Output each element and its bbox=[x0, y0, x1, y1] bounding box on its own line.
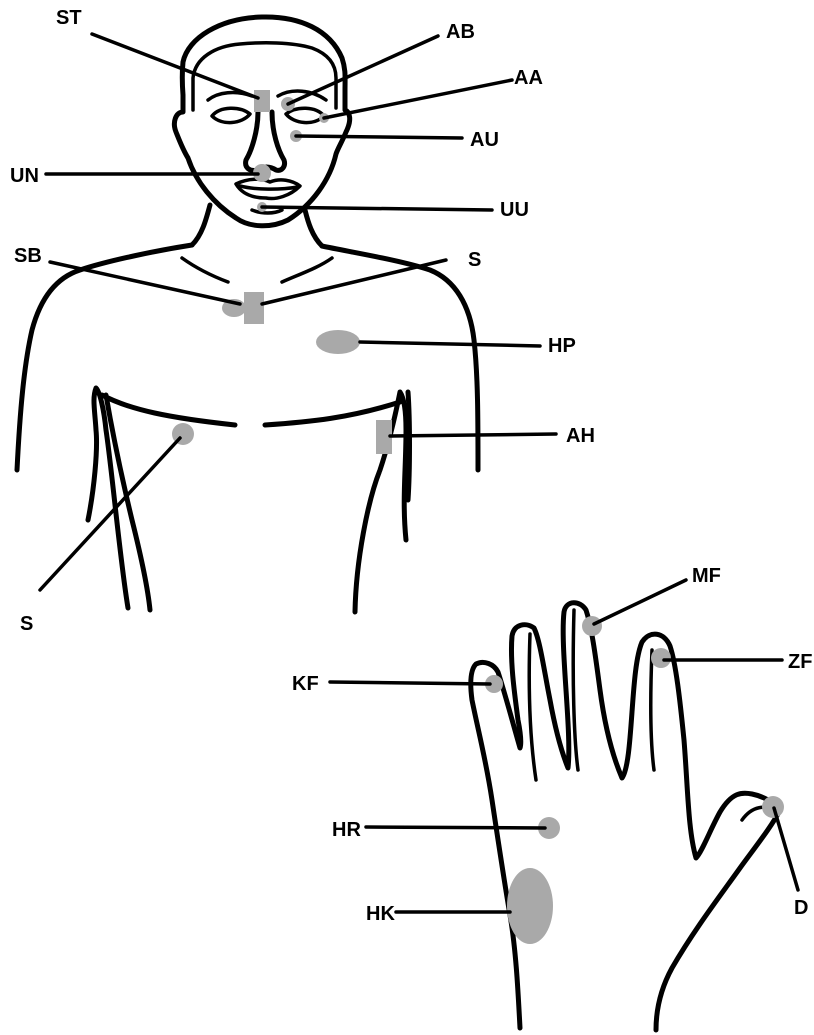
leader-d bbox=[774, 808, 798, 890]
leader-kf bbox=[330, 682, 490, 684]
leader-uu bbox=[262, 207, 492, 210]
nose bbox=[246, 112, 285, 171]
leader-sb bbox=[50, 262, 240, 304]
label-hk: HK bbox=[366, 903, 395, 925]
finger-divider-2 bbox=[573, 610, 578, 770]
hand-figure bbox=[471, 603, 780, 1030]
label-d: D bbox=[794, 897, 808, 919]
left-eye bbox=[212, 108, 250, 122]
spot-hk bbox=[507, 868, 553, 944]
label-s-left: S bbox=[20, 613, 33, 635]
spot-zf bbox=[651, 648, 671, 668]
mouth-line bbox=[240, 186, 298, 189]
label-hr: HR bbox=[332, 819, 361, 841]
leader-hr bbox=[366, 827, 545, 828]
spot-mf bbox=[582, 616, 602, 636]
right-inner-arm bbox=[408, 392, 410, 500]
leader-au bbox=[296, 136, 462, 138]
spot-sb bbox=[244, 292, 264, 324]
label-mf: MF bbox=[692, 565, 721, 587]
leader-aa bbox=[324, 80, 512, 118]
left-armpit bbox=[88, 388, 128, 608]
label-kf: KF bbox=[292, 673, 319, 695]
label-un: UN bbox=[10, 165, 39, 187]
label-hp: HP bbox=[548, 335, 576, 357]
pressure-points bbox=[172, 90, 784, 944]
label-ab: AB bbox=[446, 21, 475, 43]
finger-divider-3 bbox=[651, 650, 654, 770]
label-s-right: S bbox=[468, 249, 481, 271]
left-chest-line bbox=[102, 395, 235, 425]
left-collarbone bbox=[182, 258, 228, 282]
label-st: ST bbox=[56, 7, 82, 29]
right-collarbone bbox=[282, 258, 332, 282]
hand-outline bbox=[471, 603, 780, 1030]
leader-s-right bbox=[262, 260, 446, 304]
spot-hp bbox=[316, 330, 360, 354]
label-uu: UU bbox=[500, 199, 529, 221]
leader-hp bbox=[360, 342, 540, 346]
leader-ah bbox=[390, 434, 556, 436]
label-sb: SB bbox=[14, 245, 42, 267]
label-aa: AA bbox=[514, 67, 543, 89]
right-eye bbox=[286, 108, 324, 122]
leader-mf bbox=[594, 580, 686, 624]
label-au: AU bbox=[470, 129, 499, 151]
neck-left bbox=[192, 205, 210, 245]
torso-figure bbox=[17, 205, 478, 612]
spot-st bbox=[254, 90, 270, 112]
label-zf: ZF bbox=[788, 651, 812, 673]
chin bbox=[252, 210, 282, 213]
neck-right bbox=[305, 210, 322, 246]
finger-divider-1 bbox=[529, 634, 536, 780]
label-ah: AH bbox=[566, 425, 595, 447]
